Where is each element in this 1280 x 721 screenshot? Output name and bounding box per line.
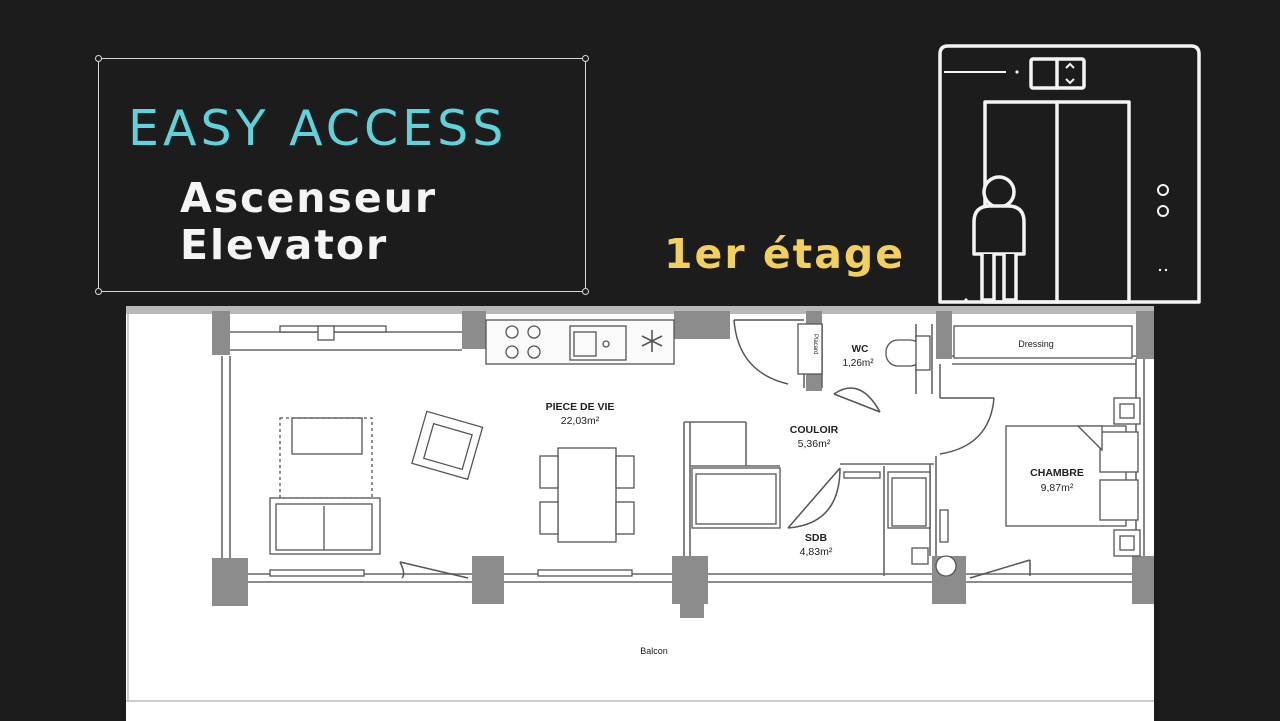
person-icon: [972, 175, 1026, 302]
bathroom-fixtures: [691, 467, 957, 577]
frame-corner: [582, 55, 589, 62]
room-area-living: 22,03m²: [561, 415, 600, 427]
room-name-bathroom: SDB: [805, 532, 828, 544]
subtitle-english: Elevator: [180, 221, 389, 269]
room-area-hallway: 5,36m²: [798, 438, 831, 450]
room-name-wc: WC: [852, 344, 869, 355]
floor-plan: PIECE DE VIE 22,03m² COULOIR 5,36m² WC 1…: [126, 306, 1154, 721]
elevator-icon: [938, 44, 1201, 304]
wc-fixtures: [797, 323, 931, 375]
room-name-hallway: COULOIR: [790, 424, 839, 436]
frame-corner: [582, 288, 589, 295]
elevator-dots: [964, 70, 1168, 302]
room-area-bedroom: 9,87m²: [1041, 482, 1074, 494]
room-name-dressing: Dressing: [1018, 339, 1054, 349]
page-title: EASY ACCESS: [128, 100, 508, 157]
subtitle-french: Ascenseur: [180, 174, 438, 222]
room-area-bathroom: 4,83m²: [800, 546, 833, 558]
room-name-cupboard: Placard: [812, 334, 818, 354]
balcony: [126, 314, 1154, 721]
room-name-bedroom: CHAMBRE: [1030, 467, 1084, 479]
snowflake-icon: [641, 330, 663, 352]
bedroom-furniture: [953, 325, 1141, 557]
living-furniture: [269, 325, 635, 577]
room-area-wc: 1,26m²: [842, 358, 874, 369]
room-name-balcony: Balcon: [640, 646, 668, 656]
frame-corner: [95, 55, 102, 62]
room-name-living: PIECE DE VIE: [546, 401, 615, 413]
title-frame: [95, 55, 589, 295]
floor-label: 1er étage: [664, 230, 906, 278]
frame-corner: [95, 288, 102, 295]
kitchen: [485, 319, 675, 365]
